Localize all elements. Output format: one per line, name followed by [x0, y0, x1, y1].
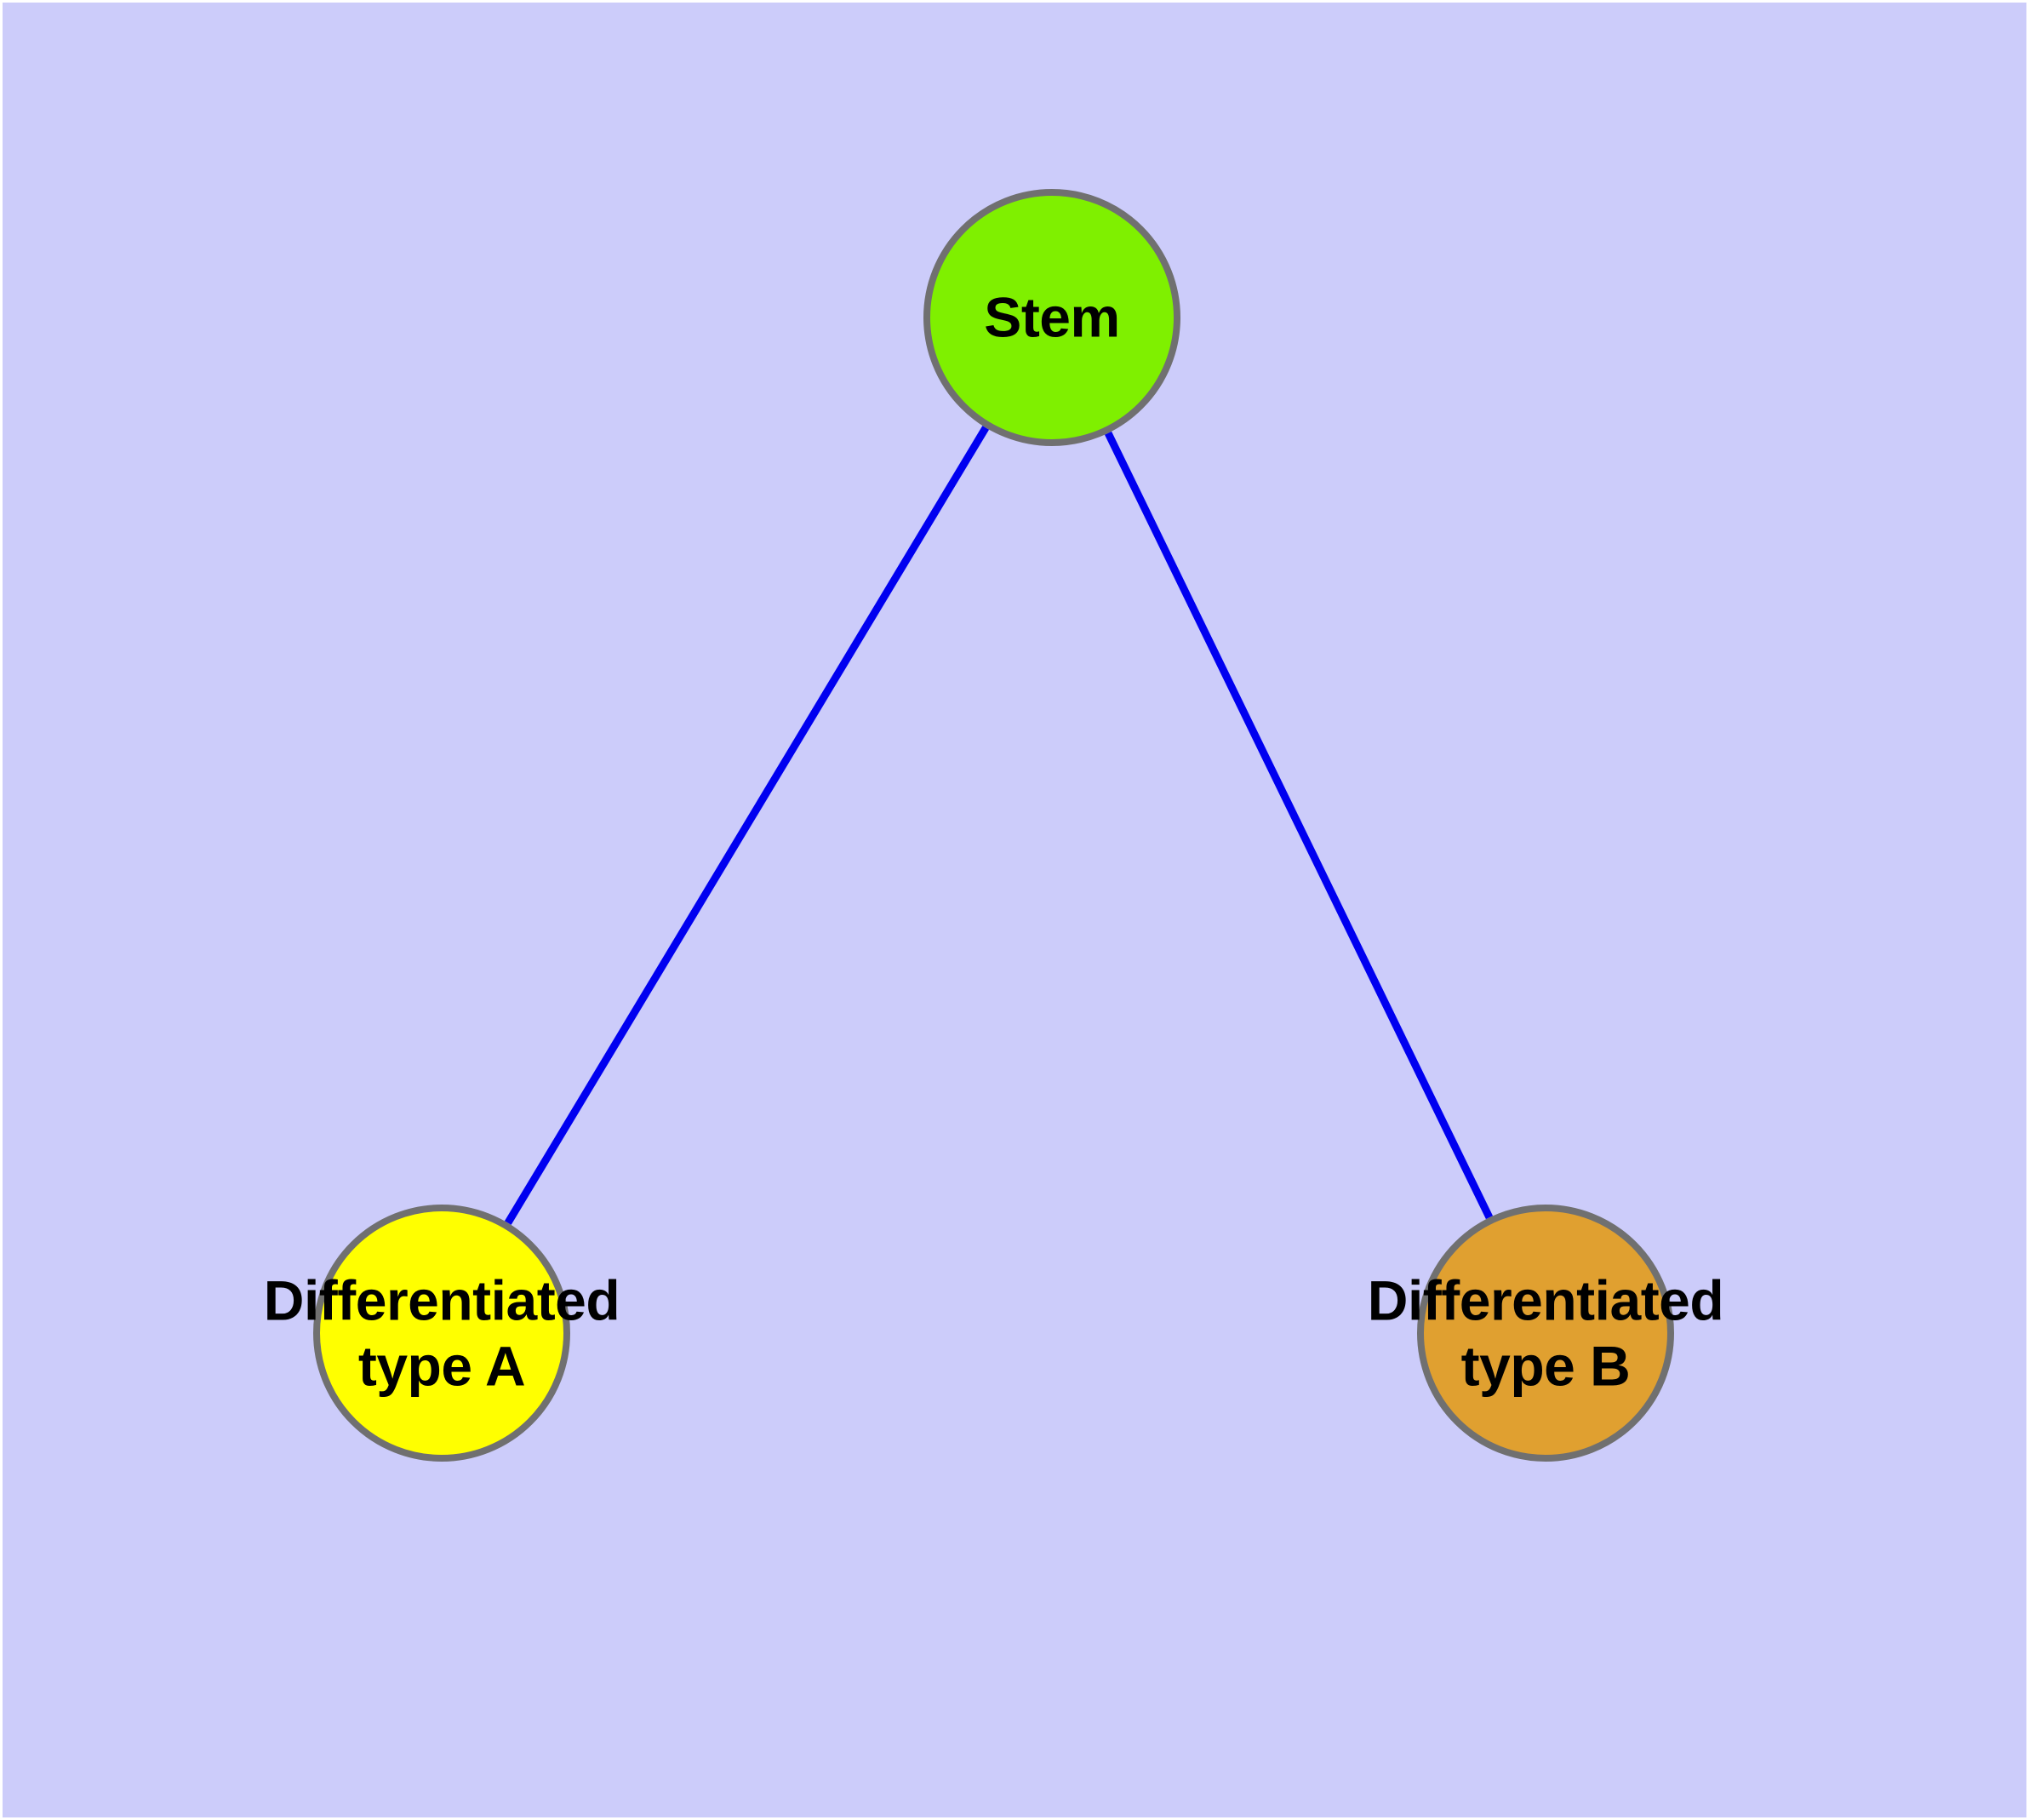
edge-layer: [504, 426, 1494, 1225]
node-differentiated-type-a[interactable]: [313, 1205, 570, 1462]
edge-stem-to-diff-b[interactable]: [1104, 431, 1494, 1220]
node-differentiated-type-b[interactable]: [1417, 1205, 1674, 1462]
node-layer: Stem Differentiated type A Differentiate…: [3, 3, 2026, 1817]
node-stem[interactable]: [923, 189, 1180, 446]
diagram-plot-area: Stem Differentiated type A Differentiate…: [3, 3, 2026, 1817]
edge-stem-to-diff-a[interactable]: [504, 426, 990, 1225]
